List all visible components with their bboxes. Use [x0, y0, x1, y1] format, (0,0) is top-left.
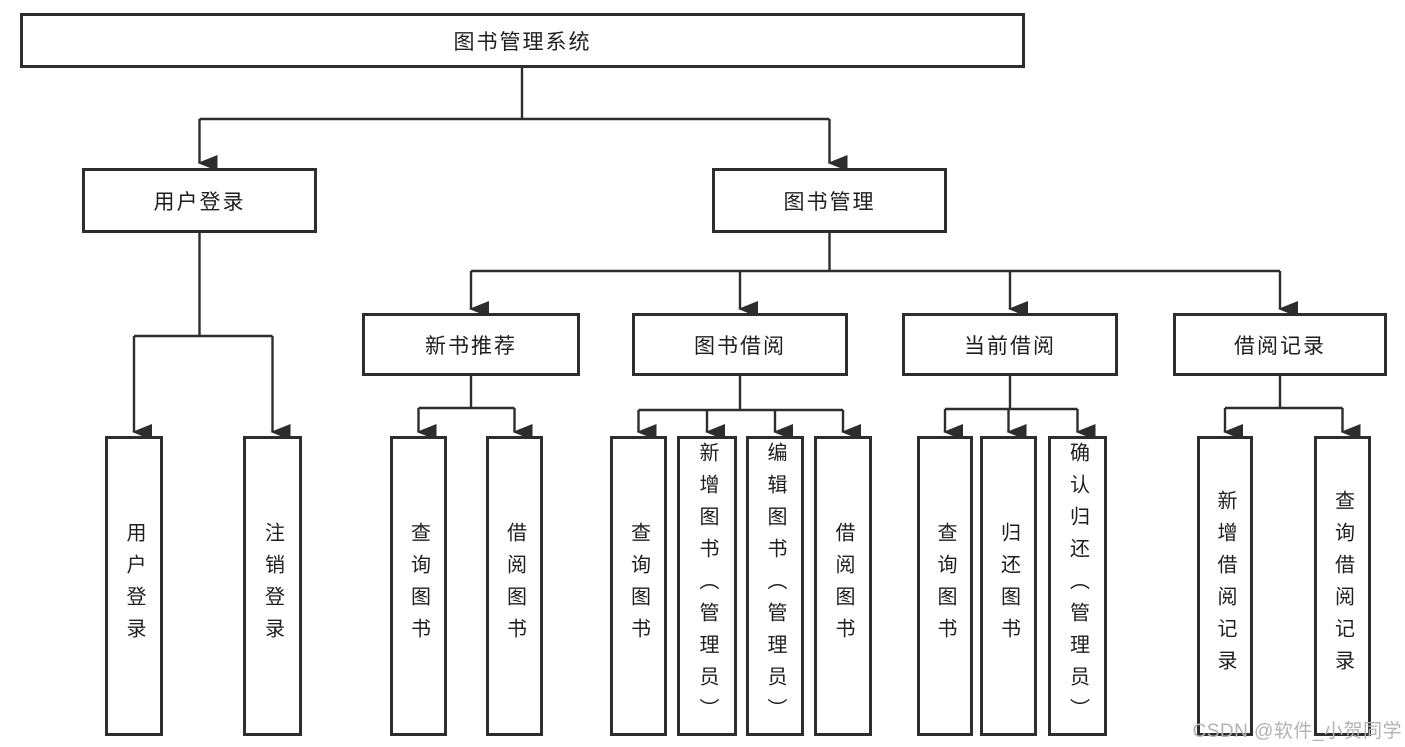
node-label: 当前借阅	[964, 334, 1056, 358]
leaf-query-books-current: 查询图书	[917, 436, 973, 736]
leaf-label: 用户登录	[123, 522, 145, 650]
node-current-borrowing: 当前借阅	[902, 313, 1118, 376]
leaf-user-login: 用户登录	[105, 436, 163, 736]
csdn-watermark: CSDN @软件_小贺同学	[1192, 721, 1402, 742]
node-new-book-recommendation: 新书推荐	[362, 313, 580, 376]
leaf-label: 借阅图书	[832, 522, 854, 650]
leaf-label: 查询图书	[407, 522, 430, 650]
leaf-borrow-books-borrowing: 借阅图书	[814, 436, 872, 736]
node-book-borrowing: 图书借阅	[632, 313, 848, 376]
node-library-management-system: 图书管理系统	[20, 13, 1025, 68]
leaf-label: 确认归还（管理员）	[1066, 442, 1089, 730]
leaf-edit-book-admin: 编辑图书（管理员）	[746, 436, 804, 736]
leaf-borrow-books-recommend: 借阅图书	[486, 436, 543, 736]
node-borrowing-records: 借阅记录	[1173, 313, 1387, 376]
leaf-label: 新增图书（管理员）	[696, 442, 718, 730]
node-label: 用户登录	[153, 190, 246, 214]
node-book-management: 图书管理	[712, 168, 947, 233]
node-label: 图书借阅	[694, 334, 786, 358]
leaf-logout: 注销登录	[243, 436, 302, 736]
leaf-label: 编辑图书（管理员）	[764, 442, 786, 730]
leaf-confirm-return-admin: 确认归还（管理员）	[1048, 436, 1107, 736]
leaf-return-book: 归还图书	[980, 436, 1037, 736]
leaf-label: 注销登录	[261, 522, 284, 650]
leaf-add-book-admin: 新增图书（管理员）	[677, 436, 737, 736]
node-label: 借阅记录	[1234, 334, 1326, 358]
leaf-label: 新增借阅记录	[1214, 490, 1236, 682]
node-label: 图书管理系统	[453, 30, 592, 54]
leaf-query-books-recommend: 查询图书	[390, 436, 447, 736]
node-label: 新书推荐	[425, 334, 517, 358]
node-user-login: 用户登录	[82, 168, 317, 233]
leaf-query-books-borrowing: 查询图书	[610, 436, 667, 736]
leaf-label: 查询借阅记录	[1331, 490, 1354, 682]
leaf-label: 查询图书	[627, 522, 650, 650]
node-label: 图书管理	[783, 190, 876, 214]
leaf-query-borrow-record: 查询借阅记录	[1314, 436, 1371, 736]
leaf-label: 归还图书	[997, 522, 1020, 650]
leaf-label: 查询图书	[934, 522, 956, 650]
leaf-label: 借阅图书	[503, 522, 526, 650]
leaf-add-borrow-record: 新增借阅记录	[1197, 436, 1253, 736]
